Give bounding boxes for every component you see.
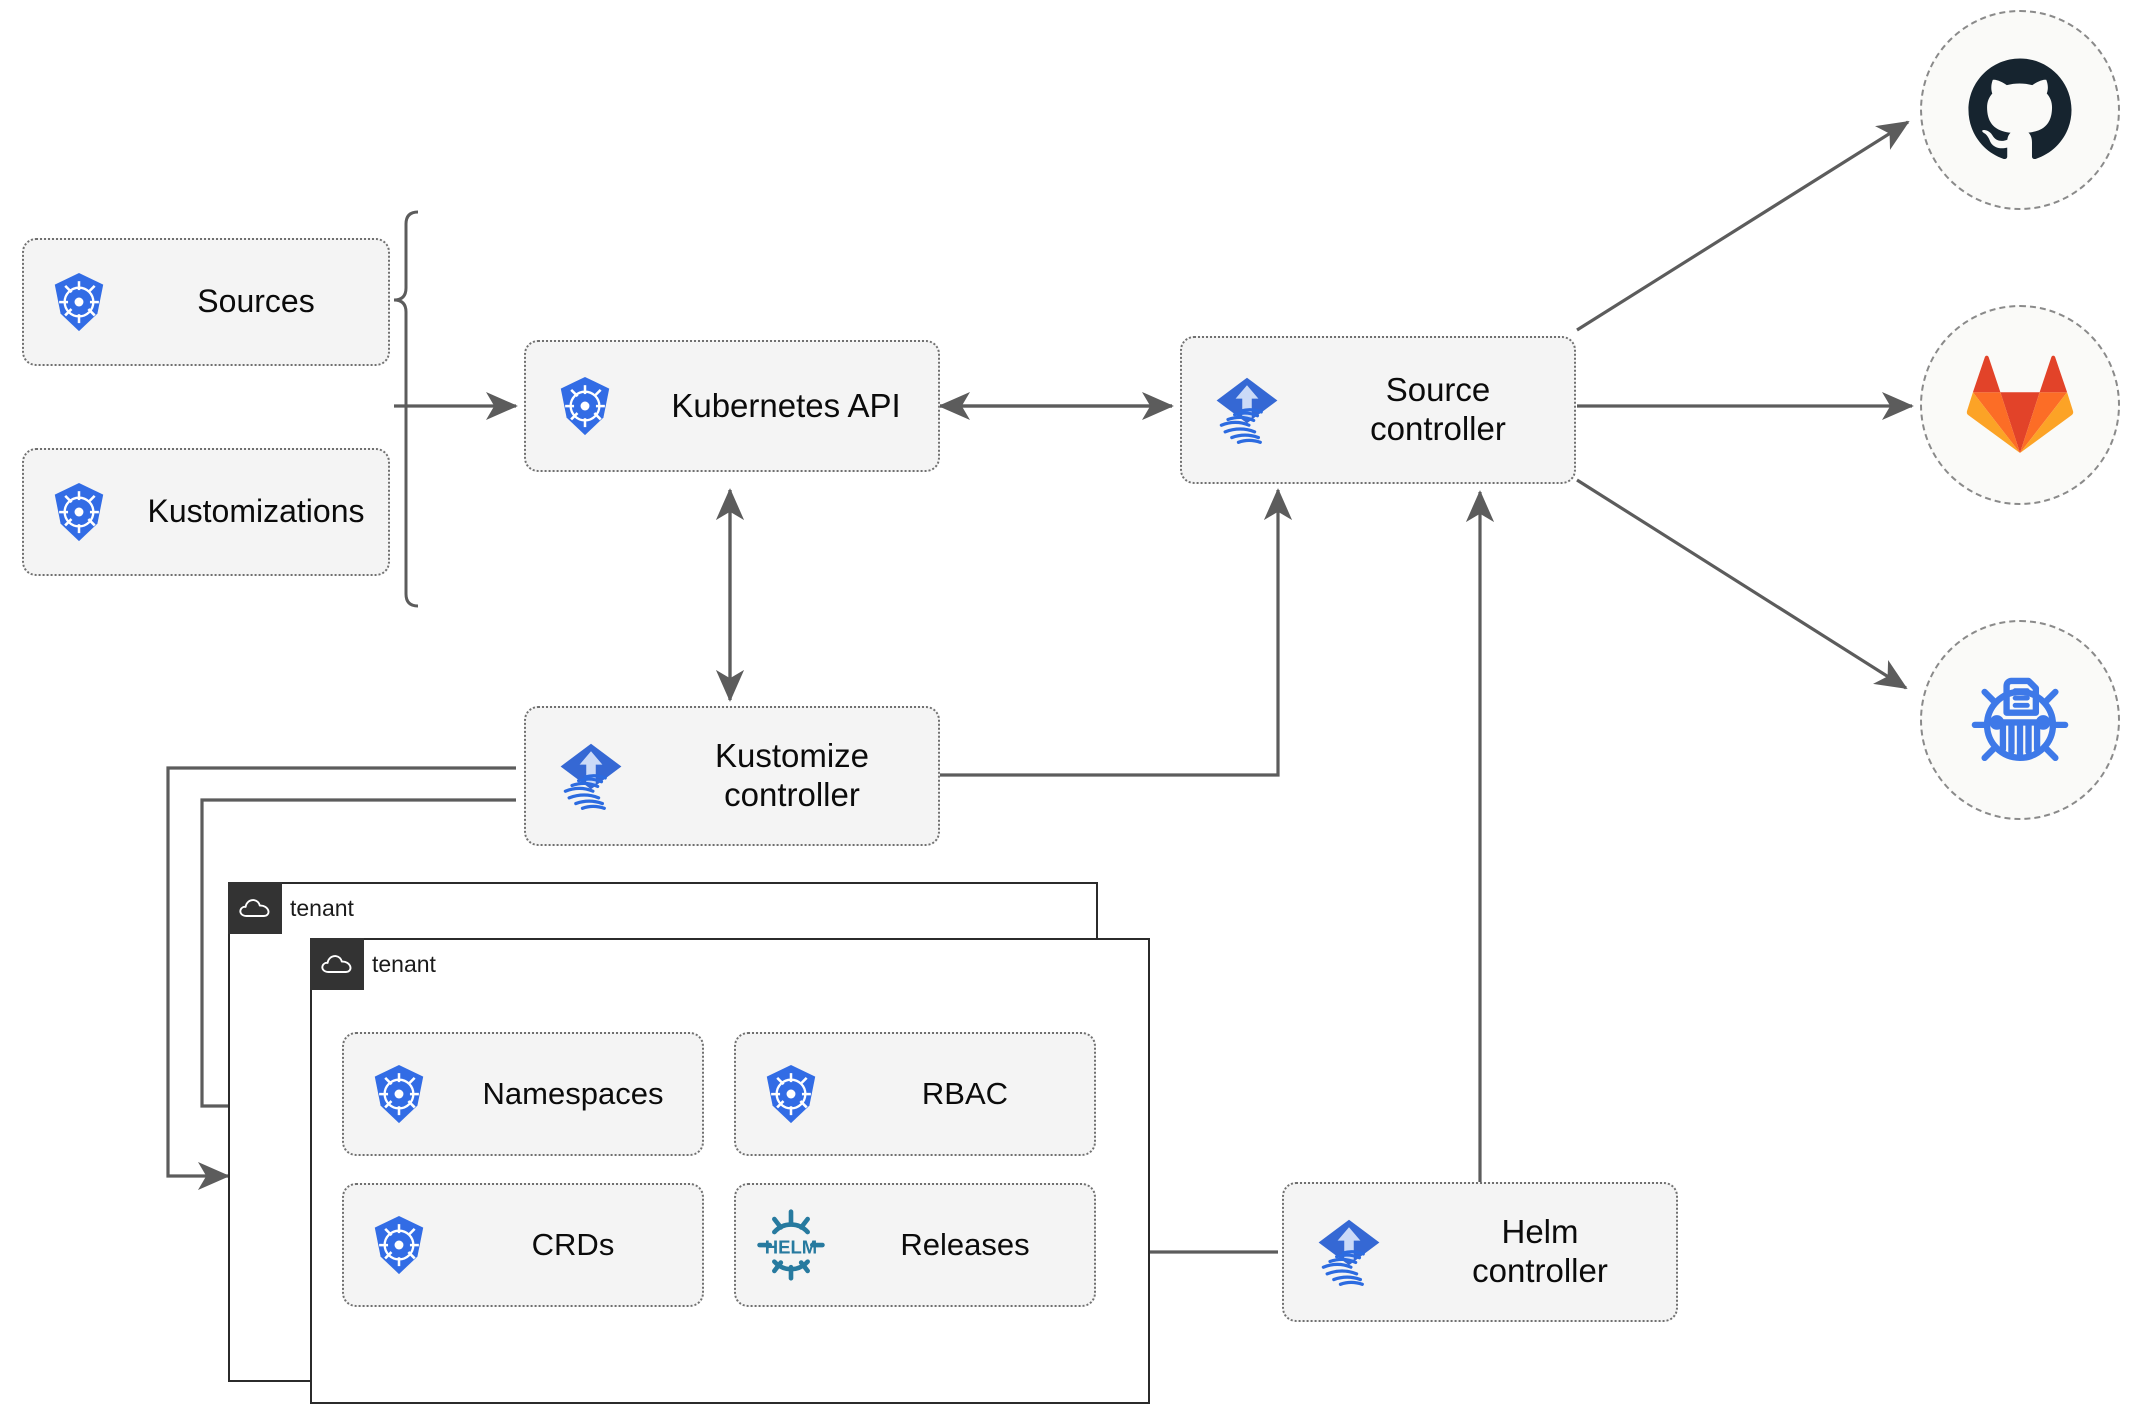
kubernetes-icon-glyph — [766, 1064, 816, 1124]
node-kustomizations-label: Kustomizations — [147, 493, 365, 530]
cloud-icon-glyph — [239, 899, 270, 917]
kubernetes-icon — [24, 481, 134, 543]
node-kustomizations[interactable]: Kustomizations — [22, 448, 390, 576]
edge-brace — [393, 210, 419, 608]
flux-icon — [1182, 372, 1312, 448]
node-crds[interactable]: CRDs — [342, 1183, 704, 1307]
edge-source-to-helm-repo — [1576, 478, 1908, 690]
cloud-icon — [228, 882, 282, 934]
node-releases-label: Releases — [900, 1226, 1030, 1262]
node-sources[interactable]: Sources — [22, 238, 390, 366]
node-releases[interactable]: HELM Releases — [734, 1183, 1096, 1307]
flux-icon — [1284, 1214, 1414, 1290]
kubernetes-icon — [24, 271, 134, 333]
kubernetes-icon — [344, 1214, 454, 1276]
edge-source-to-github — [1576, 120, 1910, 332]
kubernetes-icon-glyph — [54, 272, 104, 332]
tenant-inner-container: tenant — [310, 938, 1150, 1404]
flux-icon — [526, 738, 656, 814]
external-github[interactable] — [1920, 10, 2120, 210]
node-kustomize-controller-label: Kustomize controller — [714, 737, 870, 813]
node-kubernetes-api-label: Kubernetes API — [671, 386, 901, 424]
helm-repository-icon — [1971, 677, 2069, 761]
node-rbac[interactable]: RBAC — [734, 1032, 1096, 1156]
gitlab-icon — [1966, 355, 2074, 454]
tenant-inner-label: tenant — [372, 950, 436, 977]
edge-kustomize-to-source — [940, 488, 1293, 777]
external-helm-repository[interactable] — [1920, 620, 2120, 820]
external-gitlab[interactable] — [1920, 305, 2120, 505]
node-sources-label: Sources — [197, 283, 315, 320]
kubernetes-icon-glyph — [374, 1064, 424, 1124]
helm-icon-glyph: HELM — [757, 1209, 825, 1281]
github-icon — [1968, 58, 2072, 160]
flux-icon-glyph — [1318, 1219, 1380, 1286]
kubernetes-icon-glyph — [374, 1215, 424, 1275]
node-kustomize-controller[interactable]: Kustomize controller — [524, 706, 940, 846]
node-rbac-label: RBAC — [921, 1075, 1009, 1111]
cloud-icon-glyph — [321, 955, 352, 973]
flux-icon-glyph — [1216, 377, 1278, 444]
kubernetes-icon — [526, 375, 644, 437]
kubernetes-icon — [344, 1063, 454, 1125]
helm-icon: HELM — [736, 1208, 846, 1282]
tenant-outer-label: tenant — [290, 894, 354, 921]
kubernetes-icon — [736, 1063, 846, 1125]
helm-wordmark: HELM — [765, 1236, 817, 1257]
node-namespaces[interactable]: Namespaces — [342, 1032, 704, 1156]
node-source-controller-label: Source controller — [1370, 371, 1506, 447]
node-crds-label: CRDs — [531, 1226, 615, 1262]
kubernetes-icon-glyph — [54, 482, 104, 542]
cloud-icon — [310, 938, 364, 990]
flux-icon-glyph — [560, 743, 622, 810]
node-helm-controller[interactable]: Helm controller — [1282, 1182, 1678, 1322]
kubernetes-icon-glyph — [560, 376, 610, 436]
node-helm-controller-label: Helm controller — [1472, 1213, 1608, 1289]
node-kubernetes-api[interactable]: Kubernetes API — [524, 340, 940, 472]
node-source-controller[interactable]: Source controller — [1180, 336, 1576, 484]
node-namespaces-label: Namespaces — [482, 1075, 664, 1111]
